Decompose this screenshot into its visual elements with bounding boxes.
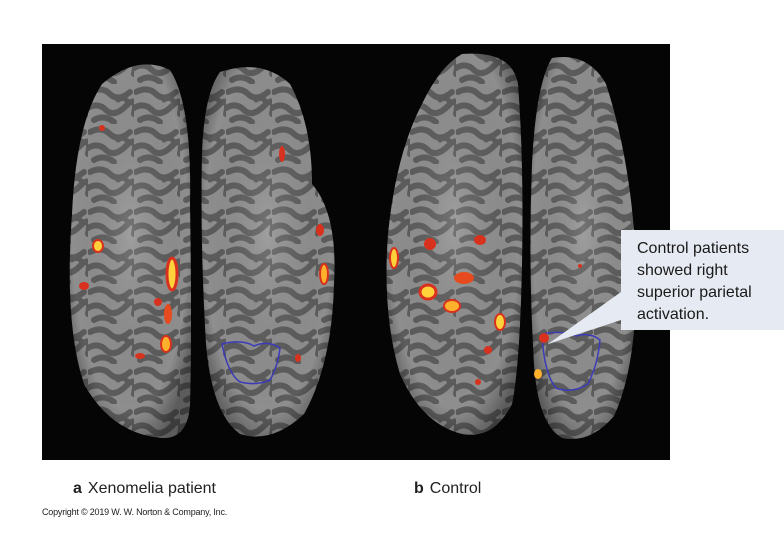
callout-line-1: Control patients — [637, 240, 750, 257]
caption-b-text: Control — [429, 480, 482, 497]
copyright-notice: Copyright © 2019 W. W. Norton & Company,… — [42, 507, 228, 517]
callout-line-3: superior parietal — [637, 284, 752, 301]
callout-line-4: activation. — [637, 306, 710, 323]
callout-line-2: showed right — [637, 262, 728, 279]
hemisphere-a-left — [69, 64, 191, 439]
callout-box: Control patients showed right superior p… — [621, 230, 784, 330]
brain-scan-image — [42, 44, 670, 460]
caption-b: b Control — [414, 480, 481, 498]
hemisphere-b-left — [386, 53, 523, 435]
caption-a: a Xenomelia patient — [73, 480, 216, 498]
activation-spots — [79, 125, 582, 385]
caption-a-text: Xenomelia patient — [87, 480, 216, 497]
caption-b-letter: b — [414, 480, 424, 497]
hemisphere-a-right — [201, 67, 335, 437]
caption-a-letter: a — [73, 480, 82, 497]
